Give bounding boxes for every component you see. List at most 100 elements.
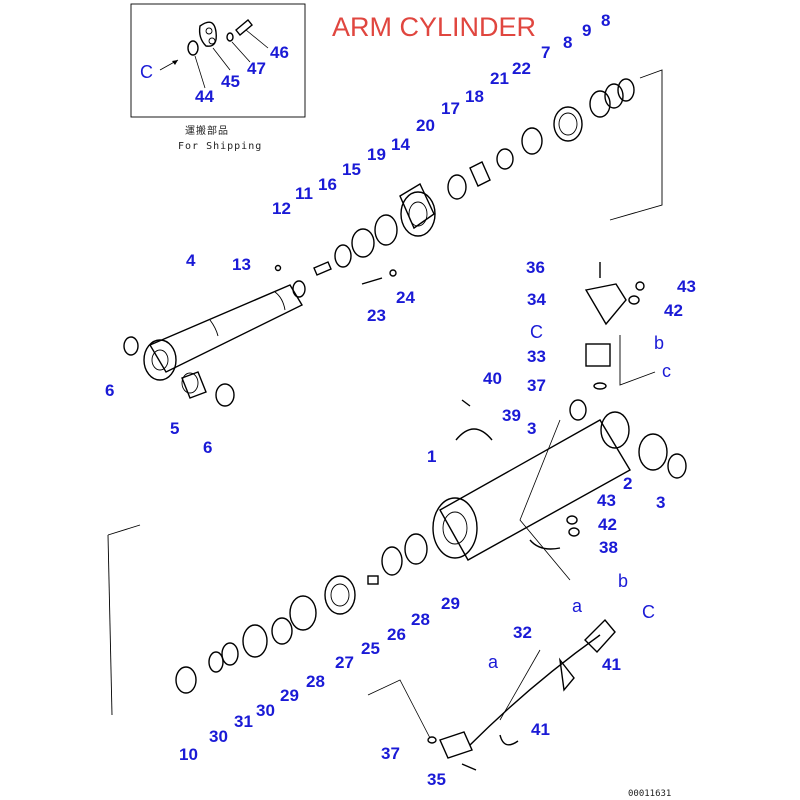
part-7-piston [553, 106, 583, 142]
part-label: 5 [170, 419, 179, 438]
part-19-seal [374, 214, 398, 246]
part-34-bracket [584, 283, 627, 326]
view-letter-c4: C [642, 602, 655, 622]
part-label: 23 [367, 306, 386, 325]
part-label: 3 [527, 419, 536, 438]
part-41-clamp-2 [499, 734, 519, 746]
part-29-ring-2 [242, 624, 268, 658]
part-label: 4 [186, 251, 196, 270]
part-4-rod [148, 284, 303, 373]
part-label: 29 [280, 686, 299, 705]
part-3-seal [569, 399, 587, 421]
drawing-number: 00011631 [628, 789, 671, 799]
part-label: 28 [411, 610, 430, 629]
part-43-nut-2 [566, 515, 578, 525]
view-letter-b1: b [654, 333, 664, 353]
part-label: 41 [602, 655, 621, 674]
part-26-screw [367, 575, 379, 585]
part-label: 39 [502, 406, 521, 425]
part-47-washer [226, 32, 234, 42]
view-letter-c2: C [530, 322, 543, 342]
view-letter-a1: a [572, 596, 583, 616]
part-label: 43 [597, 491, 616, 510]
part-label: 24 [396, 288, 415, 307]
part-11-spacer [313, 261, 332, 276]
part-33-block [585, 343, 611, 367]
part-label: 33 [527, 347, 546, 366]
part-43-nut [635, 281, 645, 291]
part-label: 37 [381, 744, 400, 763]
part-label: 44 [195, 87, 214, 106]
rod-eye [143, 339, 177, 381]
part-label: 16 [318, 175, 337, 194]
part-label: 12 [272, 199, 291, 218]
part-label: 1 [427, 447, 436, 466]
shipping-inset: 運搬部品 For Shipping [130, 3, 306, 152]
inset-frame [130, 3, 306, 118]
piston-assembly [175, 533, 428, 694]
view-letter-b2: b [618, 571, 628, 591]
part-13-screw [274, 264, 282, 272]
part-label: 46 [270, 43, 289, 62]
view-letter-c1: C [140, 62, 153, 82]
diagram-title: ARM CYLINDER [332, 12, 536, 42]
part-35-bolt [461, 763, 477, 771]
part-label: 18 [465, 87, 484, 106]
part-label: 27 [335, 653, 354, 672]
part-label: 6 [203, 438, 212, 457]
part-label: 9 [582, 21, 591, 40]
part-label: 2 [623, 474, 632, 493]
part-37-oring [593, 382, 607, 390]
part-label: 32 [513, 623, 532, 642]
part-18-ring [496, 148, 514, 170]
part-6-bushing-upper [123, 336, 139, 356]
part-label: 42 [598, 515, 617, 534]
part-label: 43 [677, 277, 696, 296]
part-label: 17 [441, 99, 460, 118]
part-10-bushing [175, 666, 197, 694]
part-label: 42 [664, 301, 683, 320]
inset-caption-en: For Shipping [178, 141, 262, 152]
hose-fitting [439, 731, 473, 759]
part-32-hose [469, 634, 601, 746]
view-letter-c3: c [662, 361, 671, 381]
part-2-bushing [638, 433, 668, 471]
part-label: 31 [234, 712, 253, 731]
part-6-seal [215, 383, 235, 407]
part-label: 8 [563, 33, 572, 52]
part-45-bracket [198, 21, 217, 47]
part-label: 29 [441, 594, 460, 613]
part-8-ring [589, 90, 611, 118]
part-40-bolt [461, 399, 471, 407]
inset-caption-jp: 運搬部品 [185, 124, 229, 137]
part-28-ring-2 [271, 617, 293, 645]
part-5-bushing [181, 371, 207, 399]
part-label: 8 [601, 11, 610, 30]
hose-flange [584, 618, 616, 654]
part-25-piston [324, 575, 356, 615]
part-41-clamp [558, 657, 575, 692]
part-label: 20 [416, 116, 435, 135]
part-label: 38 [599, 538, 618, 557]
part-label: 13 [232, 255, 251, 274]
part-27-seal [289, 595, 317, 631]
part-42-washer [628, 295, 640, 305]
part-31-ring [208, 651, 224, 673]
part-label: 6 [105, 381, 114, 400]
part-labels: 44 45 47 46 8 9 8 7 22 21 18 17 20 14 19… [105, 11, 696, 789]
part-23-bolt [361, 277, 383, 285]
part-17-bushing [469, 161, 491, 187]
part-label: 14 [391, 135, 410, 154]
part-label: 37 [527, 376, 546, 395]
part-44-ring [187, 40, 199, 56]
part-29-ring [404, 533, 428, 565]
part-42-washer-2 [568, 527, 580, 537]
part-label: 40 [483, 369, 502, 388]
view-letter-a2: a [488, 652, 499, 672]
part-label: 7 [541, 43, 550, 62]
part-label: 10 [179, 745, 198, 764]
part-39-clamp [455, 428, 493, 441]
part-46-bolt [235, 19, 253, 36]
part-12-ring [292, 280, 306, 298]
part-label: 26 [387, 625, 406, 644]
